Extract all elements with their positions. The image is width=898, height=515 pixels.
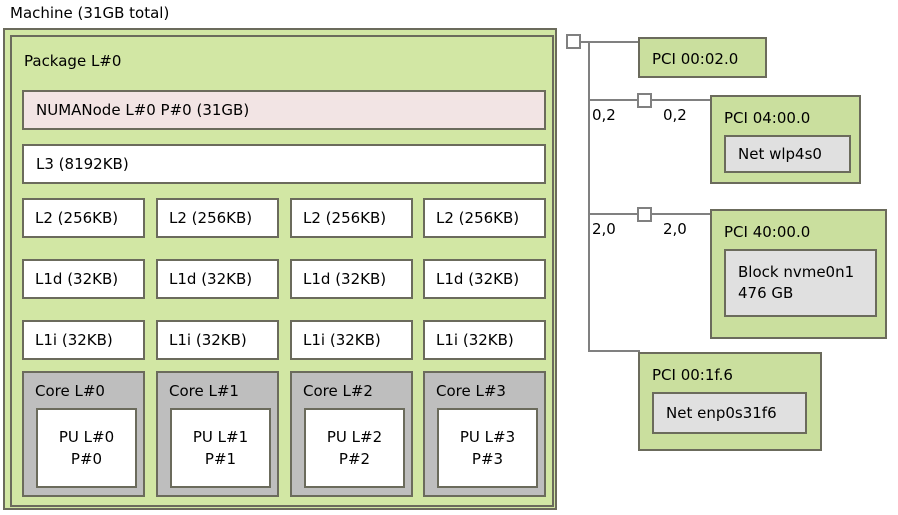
pu-box-1[interactable]: PU L#1 P#1 (170, 408, 271, 488)
bandwidth-label-2-left: 2,0 (592, 220, 616, 238)
osdev-box-1[interactable]: Net wlp4s0 (724, 135, 851, 173)
pu-box-2[interactable]: PU L#2 P#2 (304, 408, 405, 488)
l2-cache-label-2: L2 (256KB) (303, 209, 387, 227)
osdev-label-2-line2: 476 GB (738, 284, 794, 302)
osdev-label-1-line1: Net wlp4s0 (738, 144, 822, 163)
l3-cache-label: L3 (8192KB) (36, 155, 129, 173)
pci-label-3: PCI 00:1f.6 (652, 366, 733, 384)
pu-box-3[interactable]: PU L#3 P#3 (437, 408, 538, 488)
tree-line-root-stub (581, 41, 589, 43)
l2-cache-box-3[interactable]: L2 (256KB) (423, 198, 546, 238)
l2-cache-label-0: L2 (256KB) (35, 209, 119, 227)
pu-label-3-line1: PU L#3 (459, 428, 516, 446)
core-label-1: Core L#1 (169, 382, 239, 400)
l1d-cache-box-3[interactable]: L1d (32KB) (423, 259, 546, 299)
pci-box-3[interactable]: PCI 00:1f.6 Net enp0s31f6 (638, 352, 822, 451)
pu-label-0-line1: PU L#0 (58, 428, 115, 446)
core-box-3[interactable]: Core L#3 PU L#3 P#3 (423, 371, 546, 497)
pu-label-1-line1: PU L#1 (192, 428, 249, 446)
l1i-cache-box-2[interactable]: L1i (32KB) (290, 320, 413, 360)
l1d-cache-label-0: L1d (32KB) (35, 270, 119, 288)
bandwidth-label-2-right: 2,0 (663, 220, 687, 238)
osdev-box-3[interactable]: Net enp0s31f6 (652, 392, 807, 434)
core-box-2[interactable]: Core L#2 PU L#2 P#2 (290, 371, 413, 497)
pci-label-0: PCI 00:02.0 (652, 50, 739, 68)
pci-box-2[interactable]: PCI 40:00.0 Block nvme0n1 476 GB (710, 209, 887, 339)
l1i-cache-box-3[interactable]: L1i (32KB) (423, 320, 546, 360)
tree-line-branch-1a (588, 99, 640, 101)
core-row: Core L#0 PU L#0 P#0 Core L#1 PU L#1 P#1 … (22, 371, 546, 497)
pci-box-1[interactable]: PCI 04:00.0 Net wlp4s0 (710, 95, 861, 184)
pu-label-2-line1: PU L#2 (326, 428, 383, 446)
pu-label-3-line2: P#3 (471, 450, 504, 468)
package-box[interactable]: Package L#0 NUMANode L#0 P#0 (31GB) L3 (… (10, 35, 554, 507)
l1d-cache-label-3: L1d (32KB) (436, 270, 520, 288)
tree-line-branch-1b (652, 99, 710, 101)
numanode-label: NUMANode L#0 P#0 (31GB) (36, 101, 250, 119)
l2-cache-box-2[interactable]: L2 (256KB) (290, 198, 413, 238)
l1i-cache-label-3: L1i (32KB) (436, 331, 514, 349)
l2-cache-box-0[interactable]: L2 (256KB) (22, 198, 145, 238)
pci-bridge-square-2[interactable] (637, 207, 652, 222)
package-label: Package L#0 (24, 52, 122, 70)
tree-line-spine (588, 41, 590, 351)
l3-cache-box[interactable]: L3 (8192KB) (22, 144, 546, 184)
machine-label: Machine (31GB total) (10, 4, 170, 22)
l1d-cache-box-1[interactable]: L1d (32KB) (156, 259, 279, 299)
core-label-3: Core L#3 (436, 382, 506, 400)
tree-line-branch-0 (588, 41, 640, 43)
l1i-cache-row: L1i (32KB) L1i (32KB) L1i (32KB) L1i (32… (22, 320, 546, 360)
l1d-cache-row: L1d (32KB) L1d (32KB) L1d (32KB) L1d (32… (22, 259, 546, 299)
l2-cache-label-1: L2 (256KB) (169, 209, 253, 227)
osdev-label-2-line1: Block nvme0n1 (738, 263, 855, 281)
l1i-cache-label-1: L1i (32KB) (169, 331, 247, 349)
pci-bridge-square-1[interactable] (637, 93, 652, 108)
pci-label-1: PCI 04:00.0 (724, 109, 811, 127)
l1d-cache-box-0[interactable]: L1d (32KB) (22, 259, 145, 299)
l1i-cache-box-1[interactable]: L1i (32KB) (156, 320, 279, 360)
l1i-cache-label-0: L1i (32KB) (35, 331, 113, 349)
machine-box[interactable]: Package L#0 NUMANode L#0 P#0 (31GB) L3 (… (3, 28, 557, 510)
core-box-1[interactable]: Core L#1 PU L#1 P#1 (156, 371, 279, 497)
tree-line-branch-2b (652, 213, 710, 215)
core-label-2: Core L#2 (303, 382, 373, 400)
numanode-box[interactable]: NUMANode L#0 P#0 (31GB) (22, 90, 546, 130)
pu-label-2-line2: P#2 (338, 450, 371, 468)
pu-box-0[interactable]: PU L#0 P#0 (36, 408, 137, 488)
core-box-0[interactable]: Core L#0 PU L#0 P#0 (22, 371, 145, 497)
tree-line-branch-3 (588, 350, 640, 352)
l1d-cache-box-2[interactable]: L1d (32KB) (290, 259, 413, 299)
l1i-cache-box-0[interactable]: L1i (32KB) (22, 320, 145, 360)
l2-cache-row: L2 (256KB) L2 (256KB) L2 (256KB) L2 (256… (22, 198, 546, 238)
bandwidth-label-1-left: 0,2 (592, 106, 616, 124)
pci-label-2: PCI 40:00.0 (724, 223, 811, 241)
l2-cache-box-1[interactable]: L2 (256KB) (156, 198, 279, 238)
l2-cache-label-3: L2 (256KB) (436, 209, 520, 227)
pu-label-1-line2: P#1 (204, 450, 237, 468)
osdev-label-3-line1: Net enp0s31f6 (666, 403, 777, 422)
pu-label-0-line2: P#0 (70, 450, 103, 468)
host-bridge-root-square[interactable] (566, 34, 581, 49)
tree-line-branch-2a (588, 213, 640, 215)
l1i-cache-label-2: L1i (32KB) (303, 331, 381, 349)
l1d-cache-label-2: L1d (32KB) (303, 270, 387, 288)
pci-box-0[interactable]: PCI 00:02.0 (638, 37, 767, 78)
l1d-cache-label-1: L1d (32KB) (169, 270, 253, 288)
osdev-box-2[interactable]: Block nvme0n1 476 GB (724, 249, 877, 317)
bandwidth-label-1-right: 0,2 (663, 106, 687, 124)
core-label-0: Core L#0 (35, 382, 105, 400)
